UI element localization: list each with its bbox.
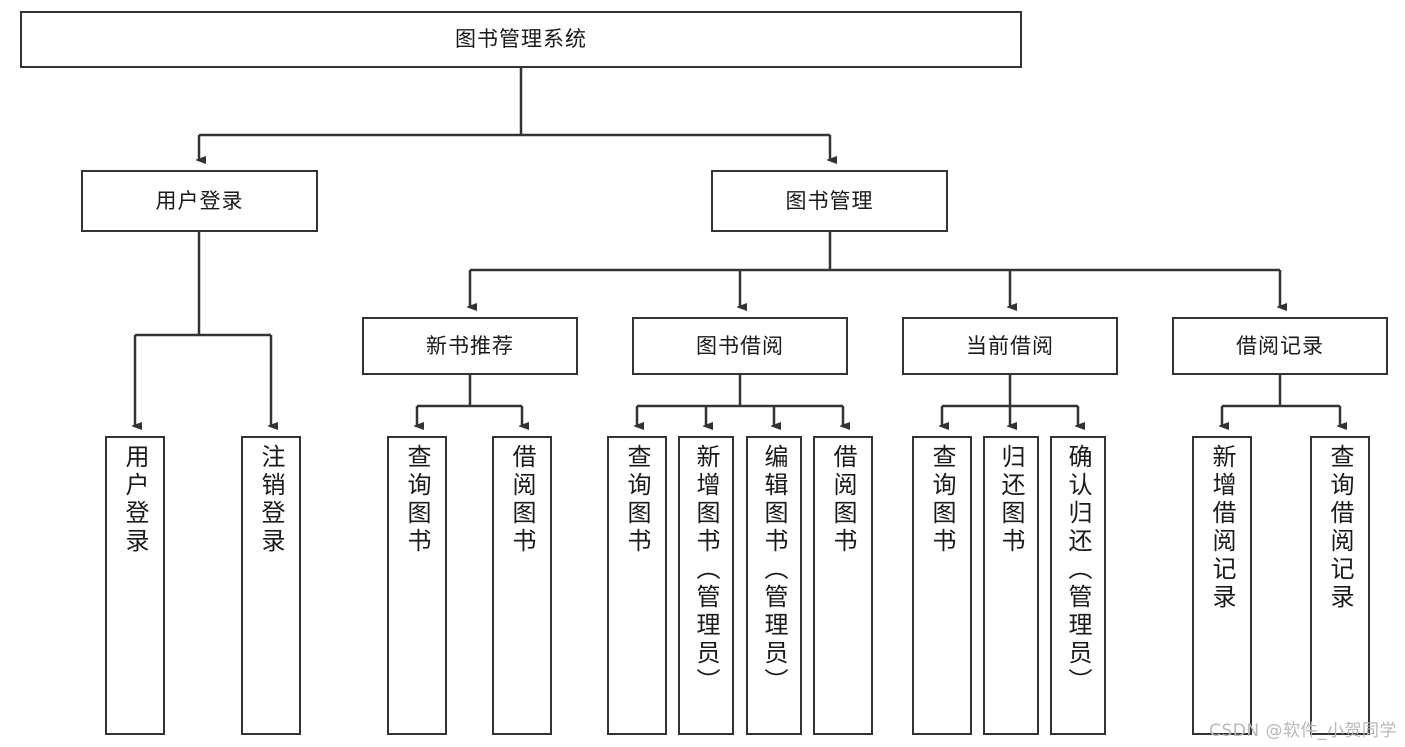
node-label: 查询图书	[403, 444, 431, 556]
node-leaf-logout[interactable]: 注销登录	[241, 436, 301, 735]
node-leaf-borrow-book[interactable]: 借阅图书	[813, 436, 873, 735]
node-user-login[interactable]: 用户登录	[81, 170, 318, 232]
node-borrow-record[interactable]: 借阅记录	[1172, 317, 1388, 375]
node-label: 借阅记录	[1236, 333, 1324, 358]
node-leaf-query-book-current[interactable]: 查询图书	[912, 436, 972, 735]
node-label: 新增图书（管理员）	[692, 444, 720, 696]
node-root-book-management-system[interactable]: 图书管理系统	[20, 11, 1022, 68]
node-leaf-add-borrow-record[interactable]: 新增借阅记录	[1192, 436, 1252, 735]
node-label: 新书推荐	[426, 333, 514, 358]
node-leaf-borrow-book-recommend[interactable]: 借阅图书	[492, 436, 552, 735]
node-label: 用户登录	[121, 444, 149, 556]
node-label: 编辑图书（管理员）	[760, 444, 788, 696]
node-label: 当前借阅	[966, 333, 1054, 358]
node-label: 查询图书	[623, 444, 651, 556]
node-label: 图书管理系统	[455, 27, 587, 52]
node-book-borrow[interactable]: 图书借阅	[632, 317, 848, 375]
node-leaf-edit-book-admin[interactable]: 编辑图书（管理员）	[746, 436, 802, 735]
node-leaf-return-book[interactable]: 归还图书	[983, 436, 1039, 735]
node-label: 查询图书	[928, 444, 956, 556]
node-label: 新增借阅记录	[1208, 444, 1236, 612]
node-label: 图书借阅	[696, 333, 784, 358]
node-label: 借阅图书	[508, 444, 536, 556]
node-leaf-add-book-admin[interactable]: 新增图书（管理员）	[678, 436, 734, 735]
node-leaf-query-book[interactable]: 查询图书	[607, 436, 667, 735]
node-leaf-query-borrow-record[interactable]: 查询借阅记录	[1310, 436, 1370, 735]
node-new-book-recommend[interactable]: 新书推荐	[362, 317, 578, 375]
node-label: 借阅图书	[829, 444, 857, 556]
node-label: 归还图书	[997, 444, 1025, 556]
node-book-management[interactable]: 图书管理	[711, 170, 948, 232]
node-leaf-user-login[interactable]: 用户登录	[105, 436, 165, 735]
csdn-watermark: CSDN @软件_小贺同学	[1209, 721, 1397, 741]
node-leaf-confirm-return-admin[interactable]: 确认归还（管理员）	[1050, 436, 1106, 735]
node-label: 图书管理	[785, 188, 874, 213]
node-current-borrow[interactable]: 当前借阅	[902, 317, 1118, 375]
node-label: 注销登录	[257, 444, 285, 556]
node-label: 确认归还（管理员）	[1064, 444, 1092, 696]
node-label: 查询借阅记录	[1326, 444, 1354, 612]
node-leaf-query-book-recommend[interactable]: 查询图书	[387, 436, 447, 735]
node-label: 用户登录	[155, 188, 244, 213]
